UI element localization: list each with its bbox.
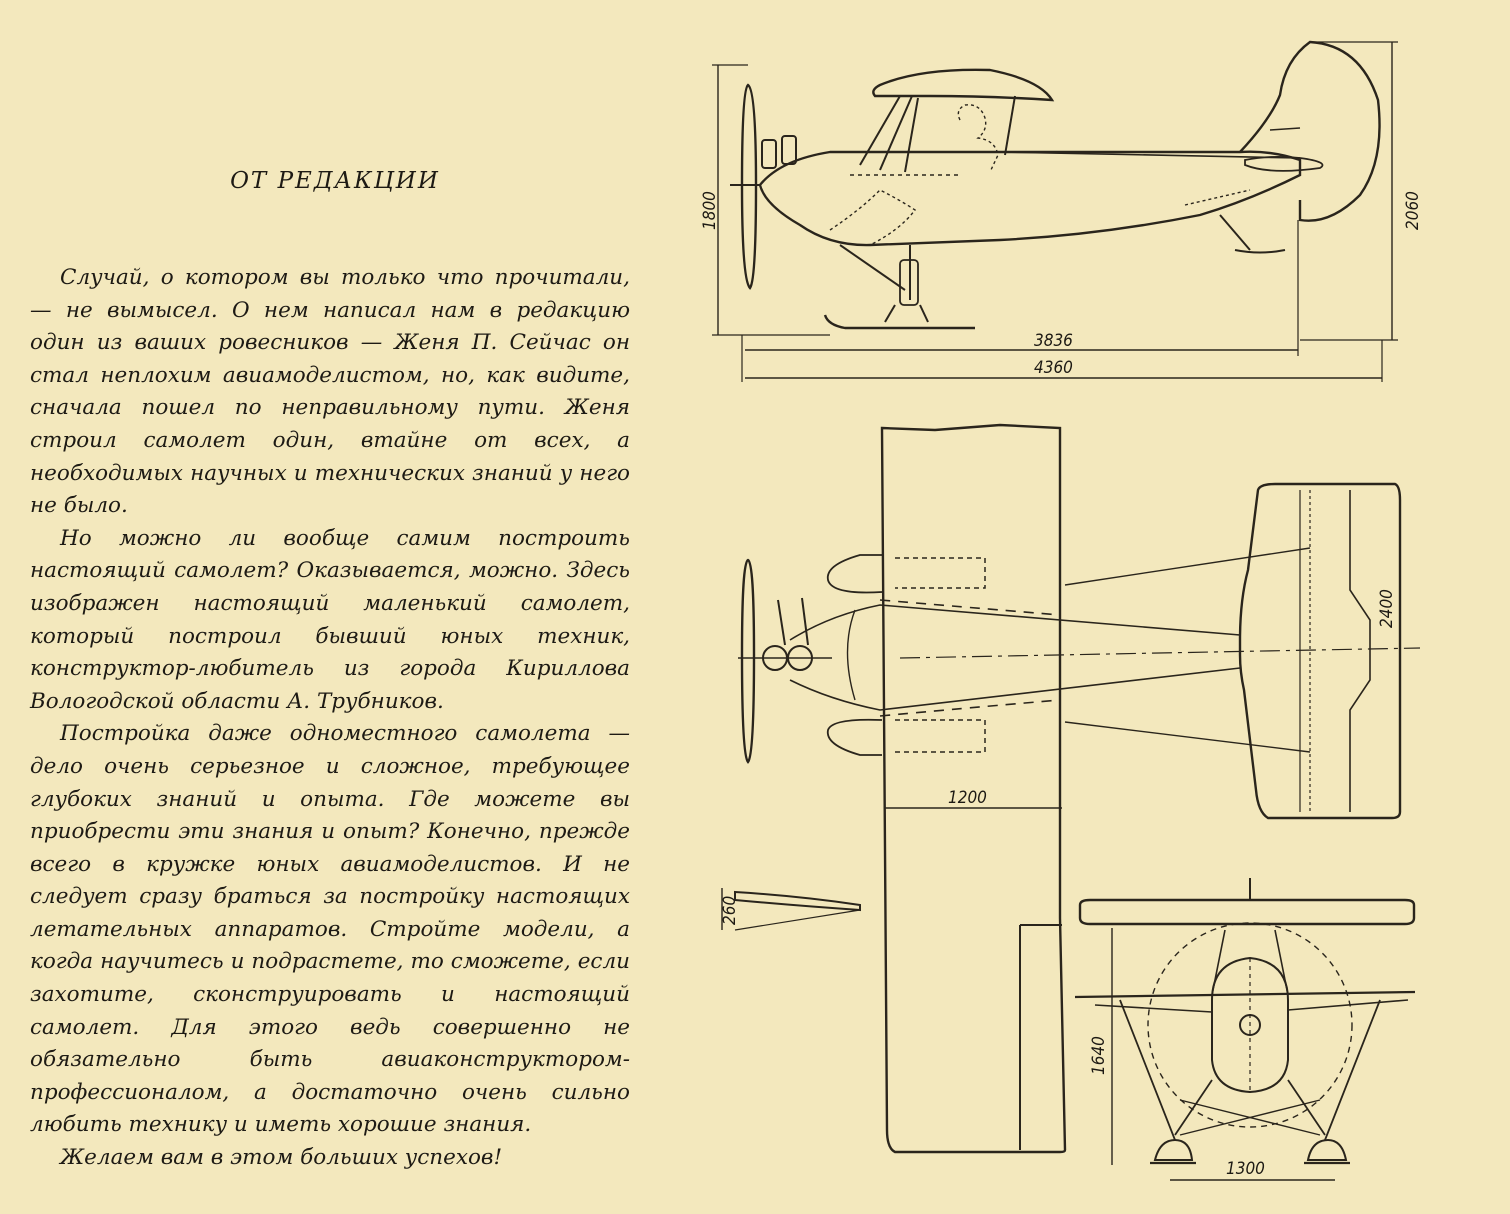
paragraph-2: Но можно ли вообще самим построить насто…	[30, 525, 630, 714]
dim-wing-chord: 1200	[948, 788, 987, 808]
side-view	[712, 40, 1398, 382]
dim-length-fuselage: 3836	[1034, 331, 1073, 351]
dim-length-total: 4360	[1034, 358, 1073, 378]
dim-gear-track: 1300	[1226, 1159, 1265, 1179]
front-view	[1074, 878, 1416, 1181]
dim-gear-height: 1640	[1089, 1036, 1109, 1075]
editorial-text: Случай, о котором вы только что прочитал…	[30, 262, 630, 1175]
top-view	[738, 423, 1421, 1154]
paragraph-3: Постройка даже одноместного самолета — д…	[30, 721, 630, 1138]
aircraft-drawing: 1800 2060 3836 4360	[690, 30, 1480, 1205]
wing-section	[721, 888, 861, 931]
dim-height-front: 1800	[700, 191, 720, 230]
dim-height-tail: 2060	[1403, 191, 1423, 230]
editorial-heading: ОТ РЕДАКЦИИ	[230, 168, 440, 194]
dim-wing-thickness: 260	[720, 896, 740, 925]
paragraph-1: Случай, о котором вы только что прочитал…	[30, 265, 630, 519]
paragraph-4: Желаем вам в этом больших успехов!	[60, 1145, 503, 1171]
dim-tail-span: 2400	[1377, 589, 1397, 628]
